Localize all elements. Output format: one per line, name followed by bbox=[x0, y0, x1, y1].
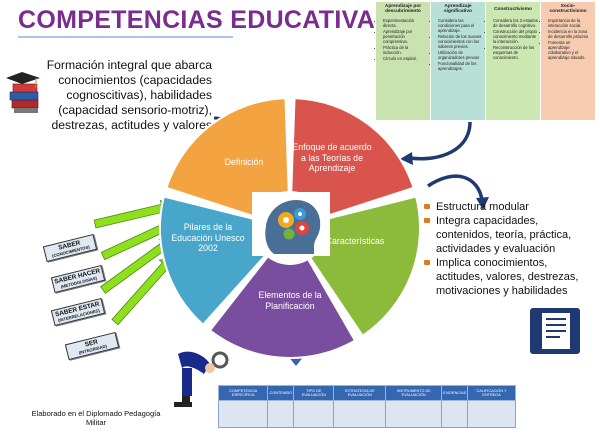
theory-column: Socio-constructivismoImportancia de la i… bbox=[541, 2, 595, 120]
theory-item: Práctica de la inducción. bbox=[383, 45, 428, 55]
planning-header: EVIDENCIAS bbox=[441, 385, 469, 401]
theory-item: Funcionalidad de los aprendizajes. bbox=[438, 61, 483, 71]
planning-header: CALIFICACIÓN Y ENTREGA bbox=[467, 385, 516, 401]
definition-text: Formación integral que abarca conocimien… bbox=[46, 58, 212, 132]
characteristic-item: Implica conocimientos, actitudes, valore… bbox=[422, 256, 592, 298]
theory-header: Aprendizaje significativo bbox=[444, 4, 472, 14]
curved-arrow-characteristics bbox=[427, 174, 489, 210]
theory-column: Aprendizaje por descubrimientoExperiment… bbox=[376, 2, 430, 120]
planning-header: INSTRUMENTO DE EVALUACIÓN bbox=[385, 385, 443, 401]
theory-header: Socio-constructivismo bbox=[549, 4, 587, 14]
credit-text: Elaborado en el Diplomado Pedagogía Mili… bbox=[31, 409, 161, 427]
theory-column: Aprendizaje significativoConsidera las c… bbox=[431, 2, 485, 120]
planning-header: TIPO DE EVALUACIÓN bbox=[293, 385, 335, 401]
theory-item: Considera los 3 estados de desarrollo co… bbox=[493, 18, 538, 28]
head-gears-icon bbox=[252, 192, 330, 256]
planning-cell bbox=[385, 400, 443, 428]
theory-item: Aprendizaje por penetración comprensiva. bbox=[383, 29, 428, 44]
planning-cell bbox=[293, 400, 335, 428]
document-icon bbox=[530, 308, 580, 354]
planning-cell bbox=[441, 400, 469, 428]
person-magnifier-icon bbox=[174, 351, 229, 407]
theory-item: Experimentación directa. bbox=[383, 18, 428, 28]
wheel-label-caracteristicas: Características bbox=[325, 236, 385, 246]
planning-cell bbox=[267, 400, 295, 428]
wheel-label-pilares: Pilares de la Educación Unesco 2002 bbox=[171, 222, 245, 253]
theory-item: Fomenta un aprendizaje colaborativo y el… bbox=[548, 40, 593, 60]
planning-cell bbox=[333, 400, 387, 428]
theory-item: Importancia de la interacción social. bbox=[548, 18, 593, 28]
planning-cell bbox=[467, 400, 516, 428]
theory-item: Incidencia en la zona de desarrollo próx… bbox=[548, 29, 593, 39]
theory-item: Considera las condiciones para el aprend… bbox=[438, 18, 483, 33]
page-title: COMPETENCIAS EDUCATIVAS bbox=[18, 6, 393, 34]
theory-item: Utilización de organizadores previos bbox=[438, 50, 483, 60]
planning-header: ESTRATEGIA DE EVALUACIÓN bbox=[333, 385, 387, 401]
planning-header: COMPETENCIA ESPECÍFICA bbox=[217, 385, 269, 401]
theory-header: Aprendizaje por descubrimiento bbox=[384, 4, 422, 14]
theory-item: Construcción del propio conocimiento med… bbox=[493, 29, 538, 44]
wheel-label-definicion: Definición bbox=[224, 157, 264, 167]
characteristic-item: Estructura modular bbox=[422, 200, 592, 214]
theory-header: Constructivismo bbox=[494, 6, 532, 12]
curved-arrow-theories bbox=[400, 121, 472, 165]
theory-item: Reconstrucción de los esquemas de conoci… bbox=[493, 45, 538, 60]
planning-cell bbox=[217, 400, 269, 428]
theory-column: ConstructivismoConsidera los 3 estados d… bbox=[486, 2, 540, 120]
title-underline bbox=[18, 36, 233, 38]
planning-header: CONTENIDO bbox=[267, 385, 295, 401]
characteristic-item: Integra capacidades, contenidos, teoría,… bbox=[422, 214, 592, 256]
books-icon bbox=[6, 72, 40, 113]
theory-item: Relación de los nuevos conocimientos con… bbox=[438, 34, 483, 49]
wheel-label-elementos: Elementos de la Planificación bbox=[258, 290, 322, 311]
theory-item: Círculo en espiral. bbox=[383, 56, 428, 61]
segment-elementos bbox=[208, 254, 357, 359]
wheel-label-enfoque: Enfoque de acuerdo a las Teorías de Apre… bbox=[292, 142, 372, 173]
